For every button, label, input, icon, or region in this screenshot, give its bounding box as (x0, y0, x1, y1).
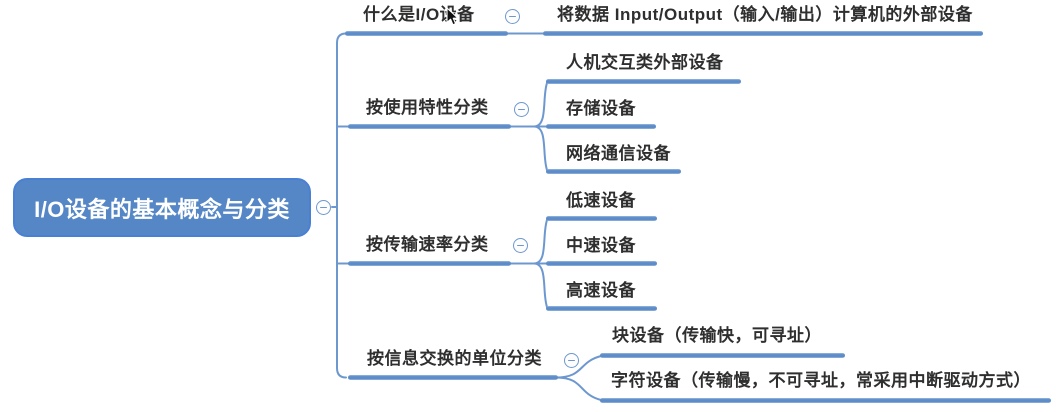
root-node[interactable]: I/O设备的基本概念与分类 (13, 178, 311, 237)
branch-underline (348, 124, 511, 129)
child-underline (546, 79, 741, 84)
branch-node-speed-classification[interactable]: 按传输速率分类 (366, 235, 489, 254)
arrow-cursor-icon (446, 7, 459, 26)
branch-node-what-is-io[interactable]: 什么是I/O设备 (363, 5, 475, 24)
collapse-minus-icon-branch2[interactable] (514, 102, 529, 117)
child-underline (546, 306, 657, 311)
minus-glyph (509, 15, 516, 18)
child-node-io-definition[interactable]: 将数据 Input/Output（输入/输出）计算机的外部设备 (557, 5, 973, 24)
collapse-minus-icon-branch4[interactable] (564, 353, 579, 368)
child-underline (600, 398, 1051, 403)
trunk-line (336, 32, 347, 379)
branch3-fan-bottom (533, 262, 548, 308)
collapse-minus-icon-branch1[interactable] (505, 9, 520, 24)
child-node-network-devices[interactable]: 网络通信设备 (566, 144, 671, 163)
minus-glyph (568, 359, 575, 362)
branch-underline (345, 31, 508, 36)
collapse-minus-icon-branch3[interactable] (513, 238, 528, 253)
branch2-fan-bottom (533, 125, 548, 171)
child-node-low-speed-devices[interactable]: 低速设备 (566, 191, 636, 210)
child-node-storage-devices[interactable]: 存储设备 (566, 99, 636, 118)
child-underline (600, 353, 845, 358)
minus-glyph (518, 108, 525, 111)
child-node-human-interaction-devices[interactable]: 人机交互类外部设备 (566, 53, 724, 72)
minus-glyph (320, 206, 327, 209)
child-node-medium-speed-devices[interactable]: 中速设备 (566, 236, 636, 255)
child-node-block-devices[interactable]: 块设备（传输快，可寻址） (612, 326, 822, 345)
branch-underline (348, 375, 558, 380)
branch-underline (348, 261, 511, 266)
branch4-fan-bottom (555, 376, 602, 401)
child-underline (546, 216, 657, 221)
child-node-character-devices[interactable]: 字符设备（传输慢，不可寻址，常采用中断驱动方式） (611, 371, 1031, 390)
collapse-minus-icon-root[interactable] (316, 200, 331, 215)
child-underline (546, 261, 657, 266)
child-underline (546, 124, 656, 129)
child-underline (546, 169, 681, 174)
child-underline (543, 31, 983, 36)
child-node-high-speed-devices[interactable]: 高速设备 (566, 281, 636, 300)
branch-node-unit-classification[interactable]: 按信息交换的单位分类 (367, 349, 542, 368)
branch-node-usage-classification[interactable]: 按使用特性分类 (366, 98, 489, 117)
minus-glyph (517, 244, 524, 247)
